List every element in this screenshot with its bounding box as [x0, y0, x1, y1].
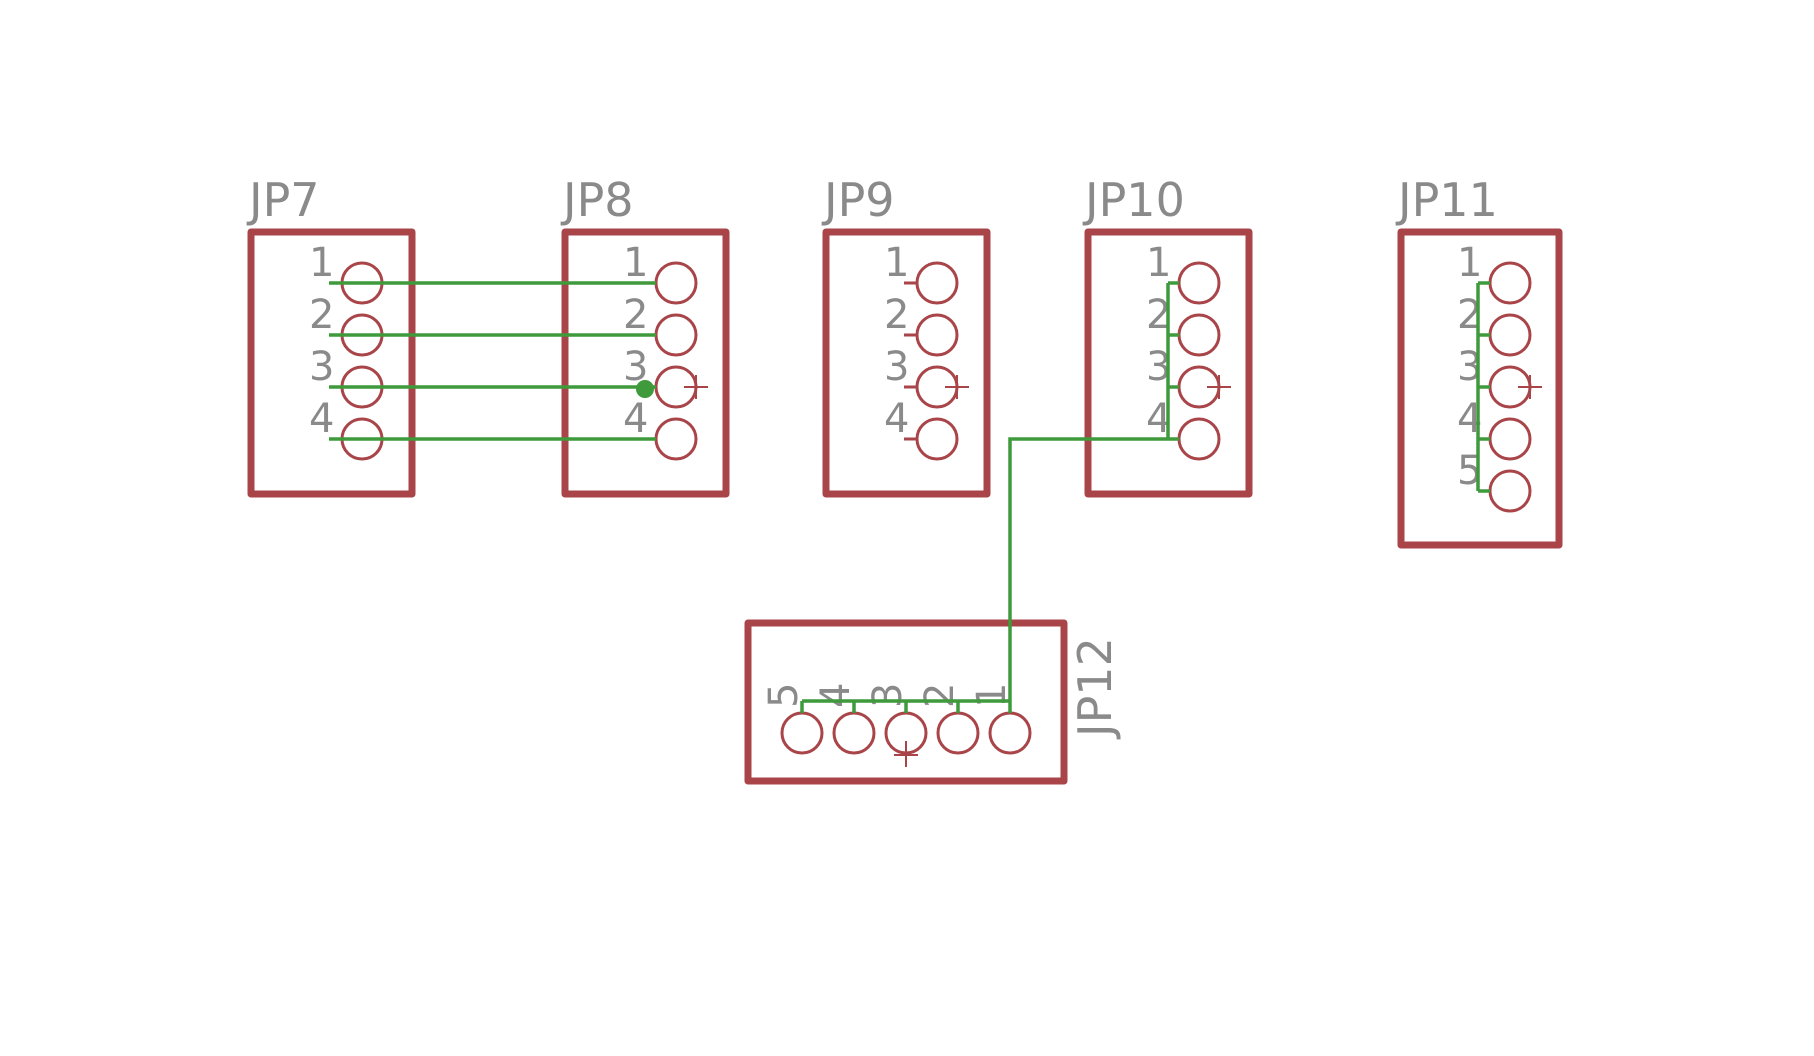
part-jp7-outline [247, 228, 416, 498]
part-jp9-refdes: JP9 [821, 173, 895, 227]
part-jp8-refdes: JP8 [560, 173, 634, 227]
part-jp11-outline [1397, 228, 1563, 549]
part-jp12-outline [744, 619, 1068, 785]
part-jp8-pin-label: 1 [623, 240, 648, 286]
part-jp8-pad[interactable] [654, 417, 698, 461]
part-jp12-refdes: JP12 [1068, 637, 1122, 740]
part-jp8-pad[interactable] [654, 261, 698, 305]
part-jp12-pad[interactable] [936, 711, 980, 755]
part-jp8-pin-label: 2 [623, 292, 648, 338]
part-jp10[interactable]: JP10 1 2 3 4 [1082, 173, 1253, 498]
part-jp8-outline [561, 228, 730, 498]
part-jp9-pad[interactable] [915, 313, 959, 357]
part-jp12-pad[interactable] [988, 711, 1032, 755]
part-jp7-pin-label: 1 [309, 240, 334, 286]
part-jp9-pin-label: 2 [884, 292, 909, 338]
part-jp10-pad[interactable] [1177, 417, 1221, 461]
part-jp9-pin-label: 1 [884, 240, 909, 286]
part-jp11-pad[interactable] [1488, 313, 1532, 357]
part-jp10-outline [1084, 228, 1253, 498]
net-junction-dot [636, 380, 654, 398]
part-jp9-pin-label: 3 [884, 344, 909, 390]
part-jp12-pin-label: 1 [969, 683, 1015, 708]
part-jp11-pin-label: 1 [1457, 240, 1482, 286]
part-jp9[interactable]: JP9 1 2 3 4 [821, 173, 991, 498]
part-jp7-pin-label: 2 [309, 292, 334, 338]
part-jp11-refdes: JP11 [1395, 173, 1498, 227]
part-jp7-pin-label: 3 [309, 344, 334, 390]
part-jp9-outline [822, 228, 991, 498]
part-jp8-pad[interactable] [654, 313, 698, 357]
part-jp12-pad[interactable] [832, 711, 876, 755]
part-jp11-pad[interactable] [1488, 417, 1532, 461]
nets [329, 281, 1490, 713]
net-jp10-to-jp12[interactable] [1008, 437, 1168, 701]
part-jp12-pin-label: 4 [813, 683, 859, 708]
part-jp10-pad[interactable] [1177, 313, 1221, 357]
part-jp8-pin-label: 4 [623, 396, 648, 442]
part-jp12-pin-label: 5 [761, 683, 807, 708]
part-jp10-pin-label: 1 [1146, 240, 1171, 286]
part-jp11-pad[interactable] [1488, 261, 1532, 305]
part-jp11-pad[interactable] [1488, 469, 1532, 513]
part-jp9-pin-label: 4 [884, 396, 909, 442]
part-jp12-pin-label: 2 [917, 683, 963, 708]
part-jp7-refdes: JP7 [246, 173, 320, 227]
part-jp9-pad[interactable] [915, 261, 959, 305]
part-jp12[interactable]: JP12 5 4 3 2 1 [744, 619, 1122, 785]
part-jp7-pin-label: 4 [309, 396, 334, 442]
part-jp12-pad[interactable] [780, 711, 824, 755]
part-jp10-pad[interactable] [1177, 261, 1221, 305]
part-jp12-pin-label: 3 [865, 683, 911, 708]
part-jp9-pad[interactable] [915, 417, 959, 461]
part-jp10-refdes: JP10 [1082, 173, 1185, 227]
